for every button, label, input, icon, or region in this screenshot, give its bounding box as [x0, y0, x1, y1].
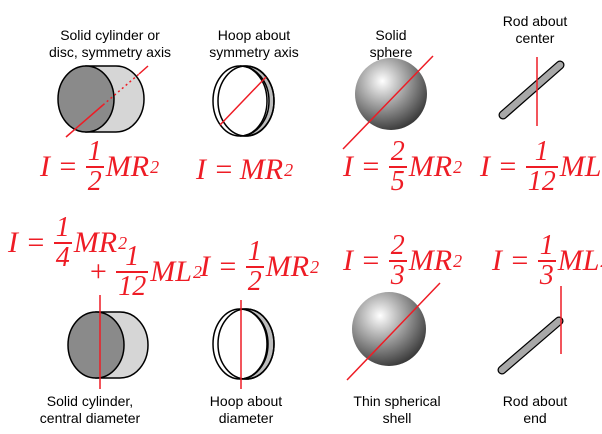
rod-center-figure [498, 57, 565, 126]
hoop-axis-figure [212, 65, 275, 137]
rod-end-figure [497, 286, 564, 375]
caption-solid-cylinder-diameter: Solid cylinder,central diameter [39, 393, 141, 426]
thin-shell-figure [346, 282, 441, 381]
solid-sphere-figure [342, 55, 434, 150]
formula-rod-end: I = 13 ML2 [492, 230, 602, 291]
solid-cylinder-diameter-figure [67, 295, 149, 389]
hoop-diameter-figure [212, 300, 275, 389]
solid-cylinder-axis-figure [57, 65, 149, 138]
formula-rod-center: I = 112 ML2 [480, 136, 602, 197]
